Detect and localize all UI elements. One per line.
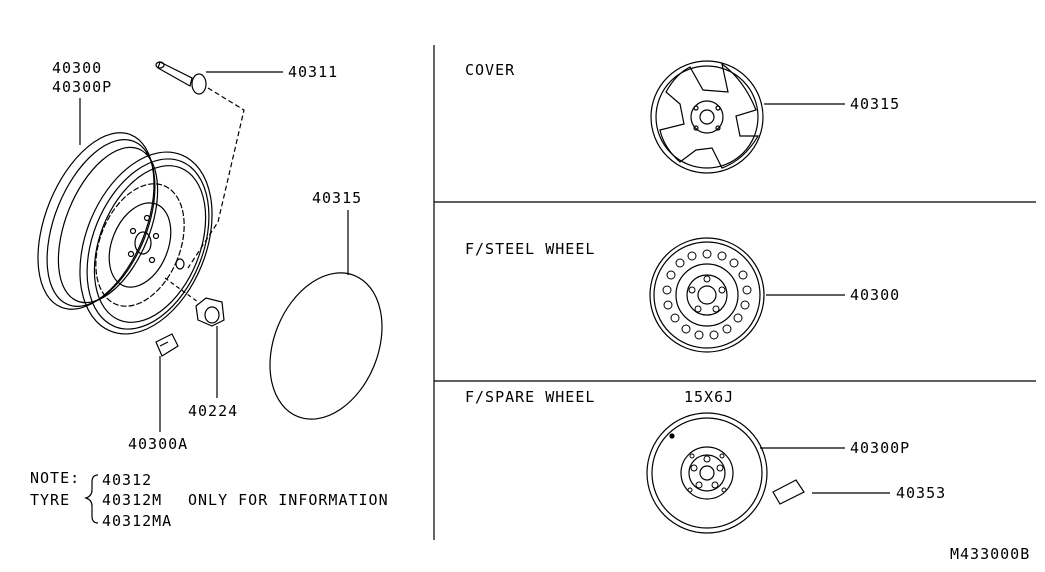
tyre-part-40312[interactable]: 40312 [102,471,153,489]
part-number-40300[interactable]: 40300 [52,59,103,77]
part-number-nut[interactable]: 40224 [188,402,239,420]
part-number-valve[interactable]: 40311 [288,63,339,81]
part-number-40300p[interactable]: 40300P [52,78,113,96]
section-title-cover: COVER [465,61,516,79]
part-number-spare-wheel[interactable]: 40300P [850,439,911,457]
wheel-nut [164,277,225,398]
steel-wheel-drawing [649,237,845,353]
tyre-part-40312m[interactable]: 40312M [102,491,163,509]
diagram-code: M433000B [950,545,1031,563]
info-note: ONLY FOR INFORMATION [188,491,389,509]
balance-weight [155,333,179,432]
section-title-spare-wheel: F/SPARE WHEEL [465,388,596,406]
tyre-label: TYRE [30,491,71,509]
tyre-part-40312ma[interactable]: 40312MA [102,512,173,530]
spare-wheel-size: 15X6J [684,388,735,406]
part-number-cover-disc[interactable]: 40315 [312,189,363,207]
cover-drawing [650,60,845,174]
part-number-steel-wheel[interactable]: 40300 [850,286,901,304]
section-title-steel-wheel: F/STEEL WHEEL [465,240,596,258]
part-number-40353[interactable]: 40353 [896,484,947,502]
part-number-cover[interactable]: 40315 [850,95,901,113]
note-brace [84,474,99,524]
note-label: NOTE: [30,469,81,487]
spare-wheel-drawing [646,412,890,534]
wheel-cover-disc [269,210,383,420]
wheel-assembly [37,98,213,335]
valve-stem [155,61,283,269]
part-number-weight[interactable]: 40300A [128,435,189,453]
